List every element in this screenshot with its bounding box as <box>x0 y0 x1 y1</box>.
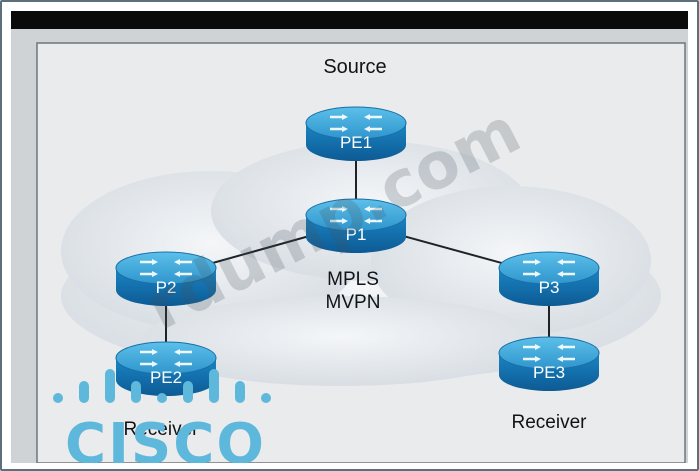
router-arrows-icon <box>140 349 192 367</box>
cisco-logo: CISCO <box>53 369 271 463</box>
router-arrows-icon <box>330 114 382 132</box>
router-label-pe3: PE3 <box>533 363 565 382</box>
router-p1: P1 <box>305 198 407 253</box>
receiver-right-label: Receiver <box>512 412 588 433</box>
router-arrows-icon <box>330 206 382 224</box>
router-arrows-icon <box>523 344 575 362</box>
router-arrows-icon <box>140 259 192 277</box>
logo-bar <box>105 369 115 403</box>
router-label-p3: P3 <box>539 278 560 297</box>
router-arrows-icon <box>523 259 575 277</box>
logo-bar <box>235 381 245 403</box>
router-label-p1: P1 <box>346 225 367 244</box>
logo-bar <box>157 393 167 403</box>
cisco-logo-text: CISCO <box>65 412 266 463</box>
router-p2: P2 <box>115 251 217 306</box>
logo-bar <box>183 381 193 403</box>
router-label-pe2: PE2 <box>150 368 182 387</box>
router-label-p2: P2 <box>156 278 177 297</box>
logo-bar <box>53 393 63 403</box>
router-pe3: PE3 <box>498 336 600 391</box>
receiver-left-label: Receiver <box>124 419 200 440</box>
logo-bar <box>209 369 219 403</box>
logo-bar <box>131 381 141 403</box>
cloud-label-line2: MVPN <box>326 292 381 313</box>
source-label: Source <box>323 56 386 78</box>
mpls-cloud <box>61 141 661 386</box>
cloud-label-line1: MPLS <box>327 269 379 290</box>
router-pe1: PE1 <box>305 106 407 161</box>
screen-top-bar <box>11 11 688 29</box>
logo-bar <box>261 393 271 403</box>
logo-bar <box>79 381 89 403</box>
router-p3: P3 <box>498 251 600 306</box>
router-label-pe1: PE1 <box>340 133 372 152</box>
